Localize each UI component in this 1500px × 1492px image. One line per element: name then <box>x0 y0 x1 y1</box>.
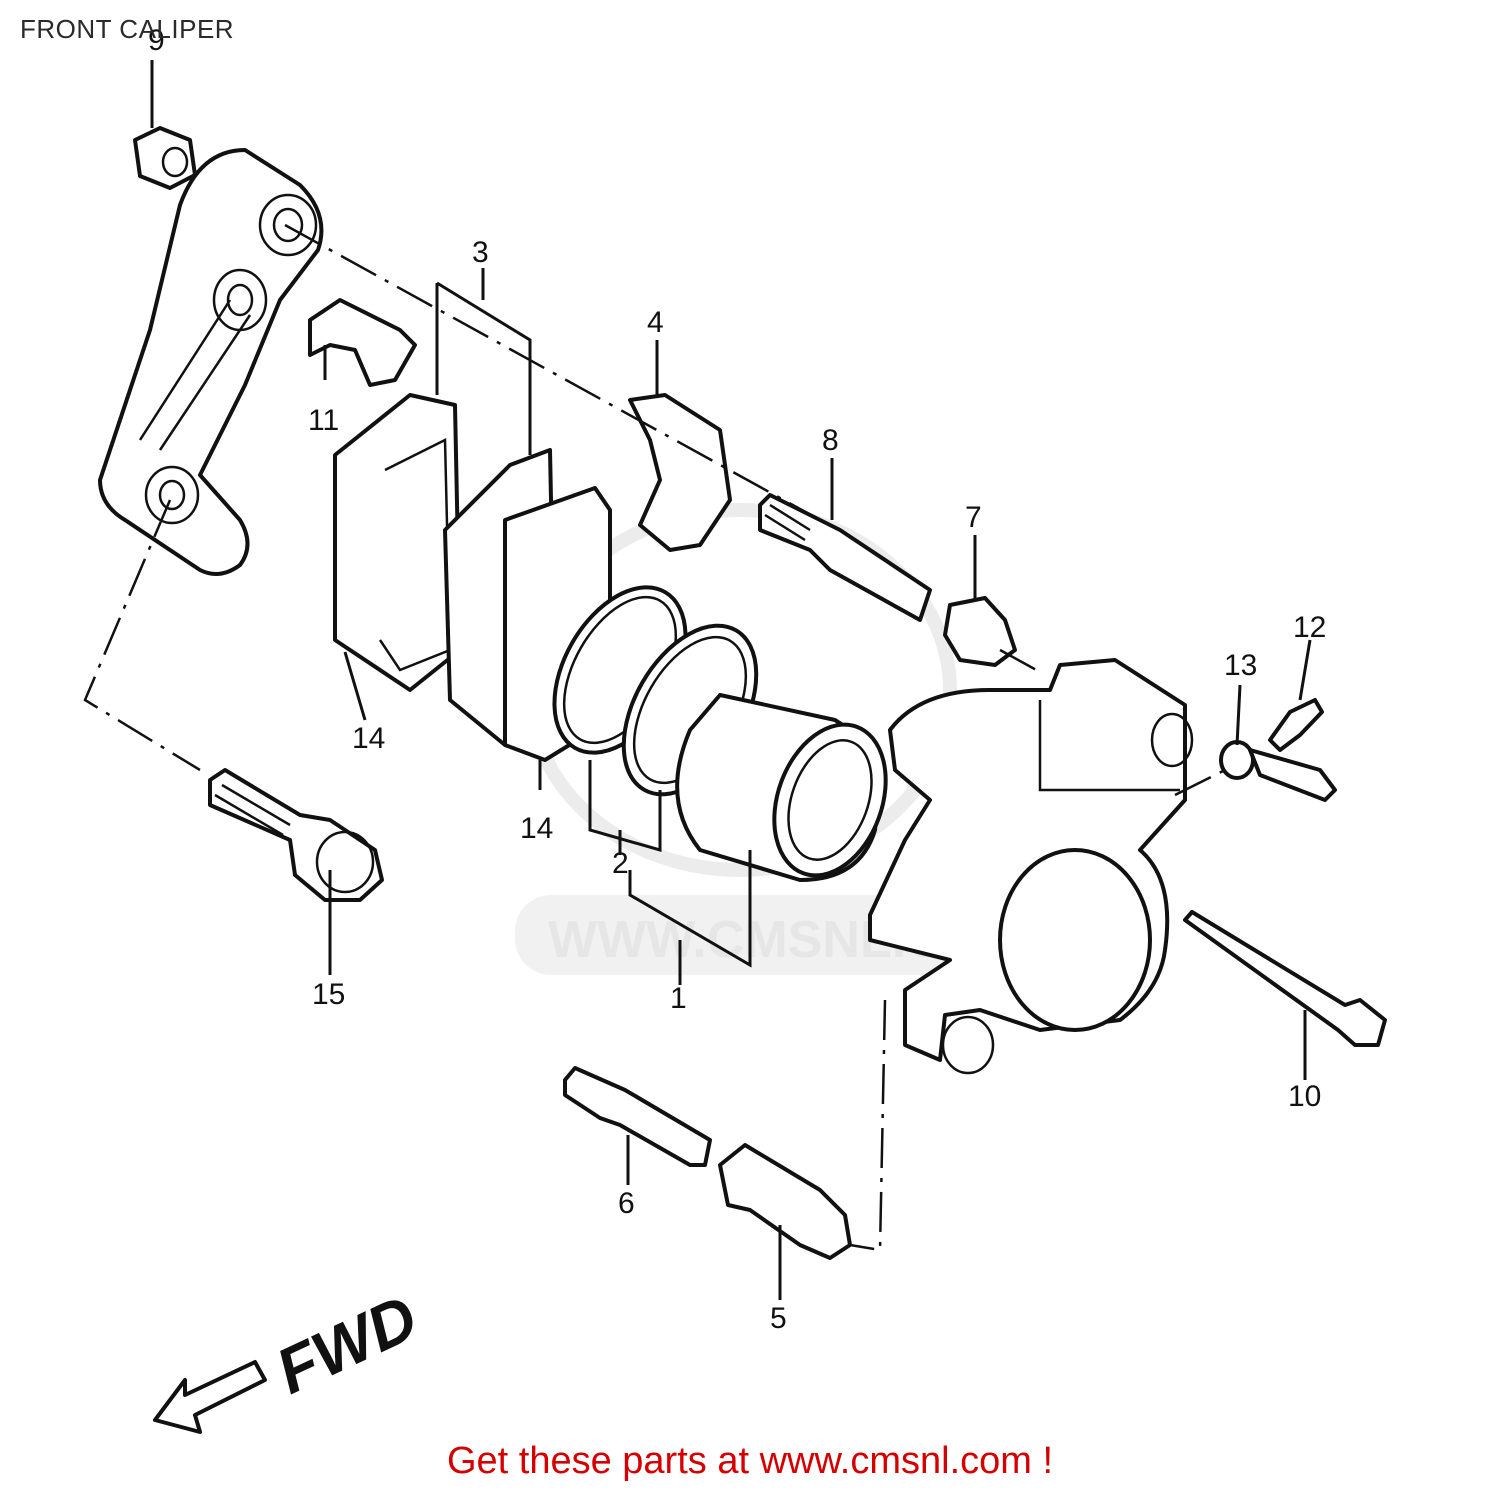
callout-10: 10 <box>1288 1080 1321 1113</box>
fwd-label: FWD <box>265 1281 427 1408</box>
callout-15: 15 <box>312 978 345 1011</box>
banjo-washer-13 <box>1219 740 1337 802</box>
callout-14-outer: 14 <box>352 722 385 755</box>
page-title: FRONT CALIPER <box>20 14 235 44</box>
sleeve-5 <box>718 1143 852 1260</box>
callout-6: 6 <box>618 1187 635 1220</box>
callout-4: 4 <box>647 306 664 339</box>
callout-12: 12 <box>1293 611 1326 644</box>
callout-1: 1 <box>670 982 687 1015</box>
callout-5: 5 <box>770 1302 787 1335</box>
callout-11: 11 <box>308 404 339 437</box>
brake-pad-outer <box>333 393 462 692</box>
callout-2: 2 <box>612 847 629 880</box>
flange-nut-9 <box>133 126 197 190</box>
arrow-icon <box>153 1360 267 1434</box>
slide-pin-6 <box>563 1066 712 1167</box>
callout-8: 8 <box>822 424 839 457</box>
callout-13: 13 <box>1224 649 1257 682</box>
pad-clip-4 <box>628 393 732 552</box>
footer-banner[interactable]: Get these parts at www.cmsnl.com ! <box>446 1440 1054 1482</box>
bleeder-valve-12 <box>1268 698 1324 752</box>
forward-direction-indicator: FWD <box>153 1281 428 1434</box>
caliper-piston <box>675 693 888 882</box>
caliper-body <box>868 658 1194 1075</box>
callout-9: 9 <box>148 24 165 57</box>
mounting-bolt-15 <box>208 768 384 902</box>
slide-pin-8 <box>758 493 932 622</box>
caliper-bracket <box>98 148 324 576</box>
callout-7: 7 <box>965 501 982 534</box>
pin-boot-7 <box>943 596 1017 667</box>
callout-3: 3 <box>472 236 489 269</box>
bolt-10 <box>1183 910 1387 1047</box>
pad-spring-11 <box>308 298 417 387</box>
callout-14-inner: 14 <box>520 812 553 845</box>
